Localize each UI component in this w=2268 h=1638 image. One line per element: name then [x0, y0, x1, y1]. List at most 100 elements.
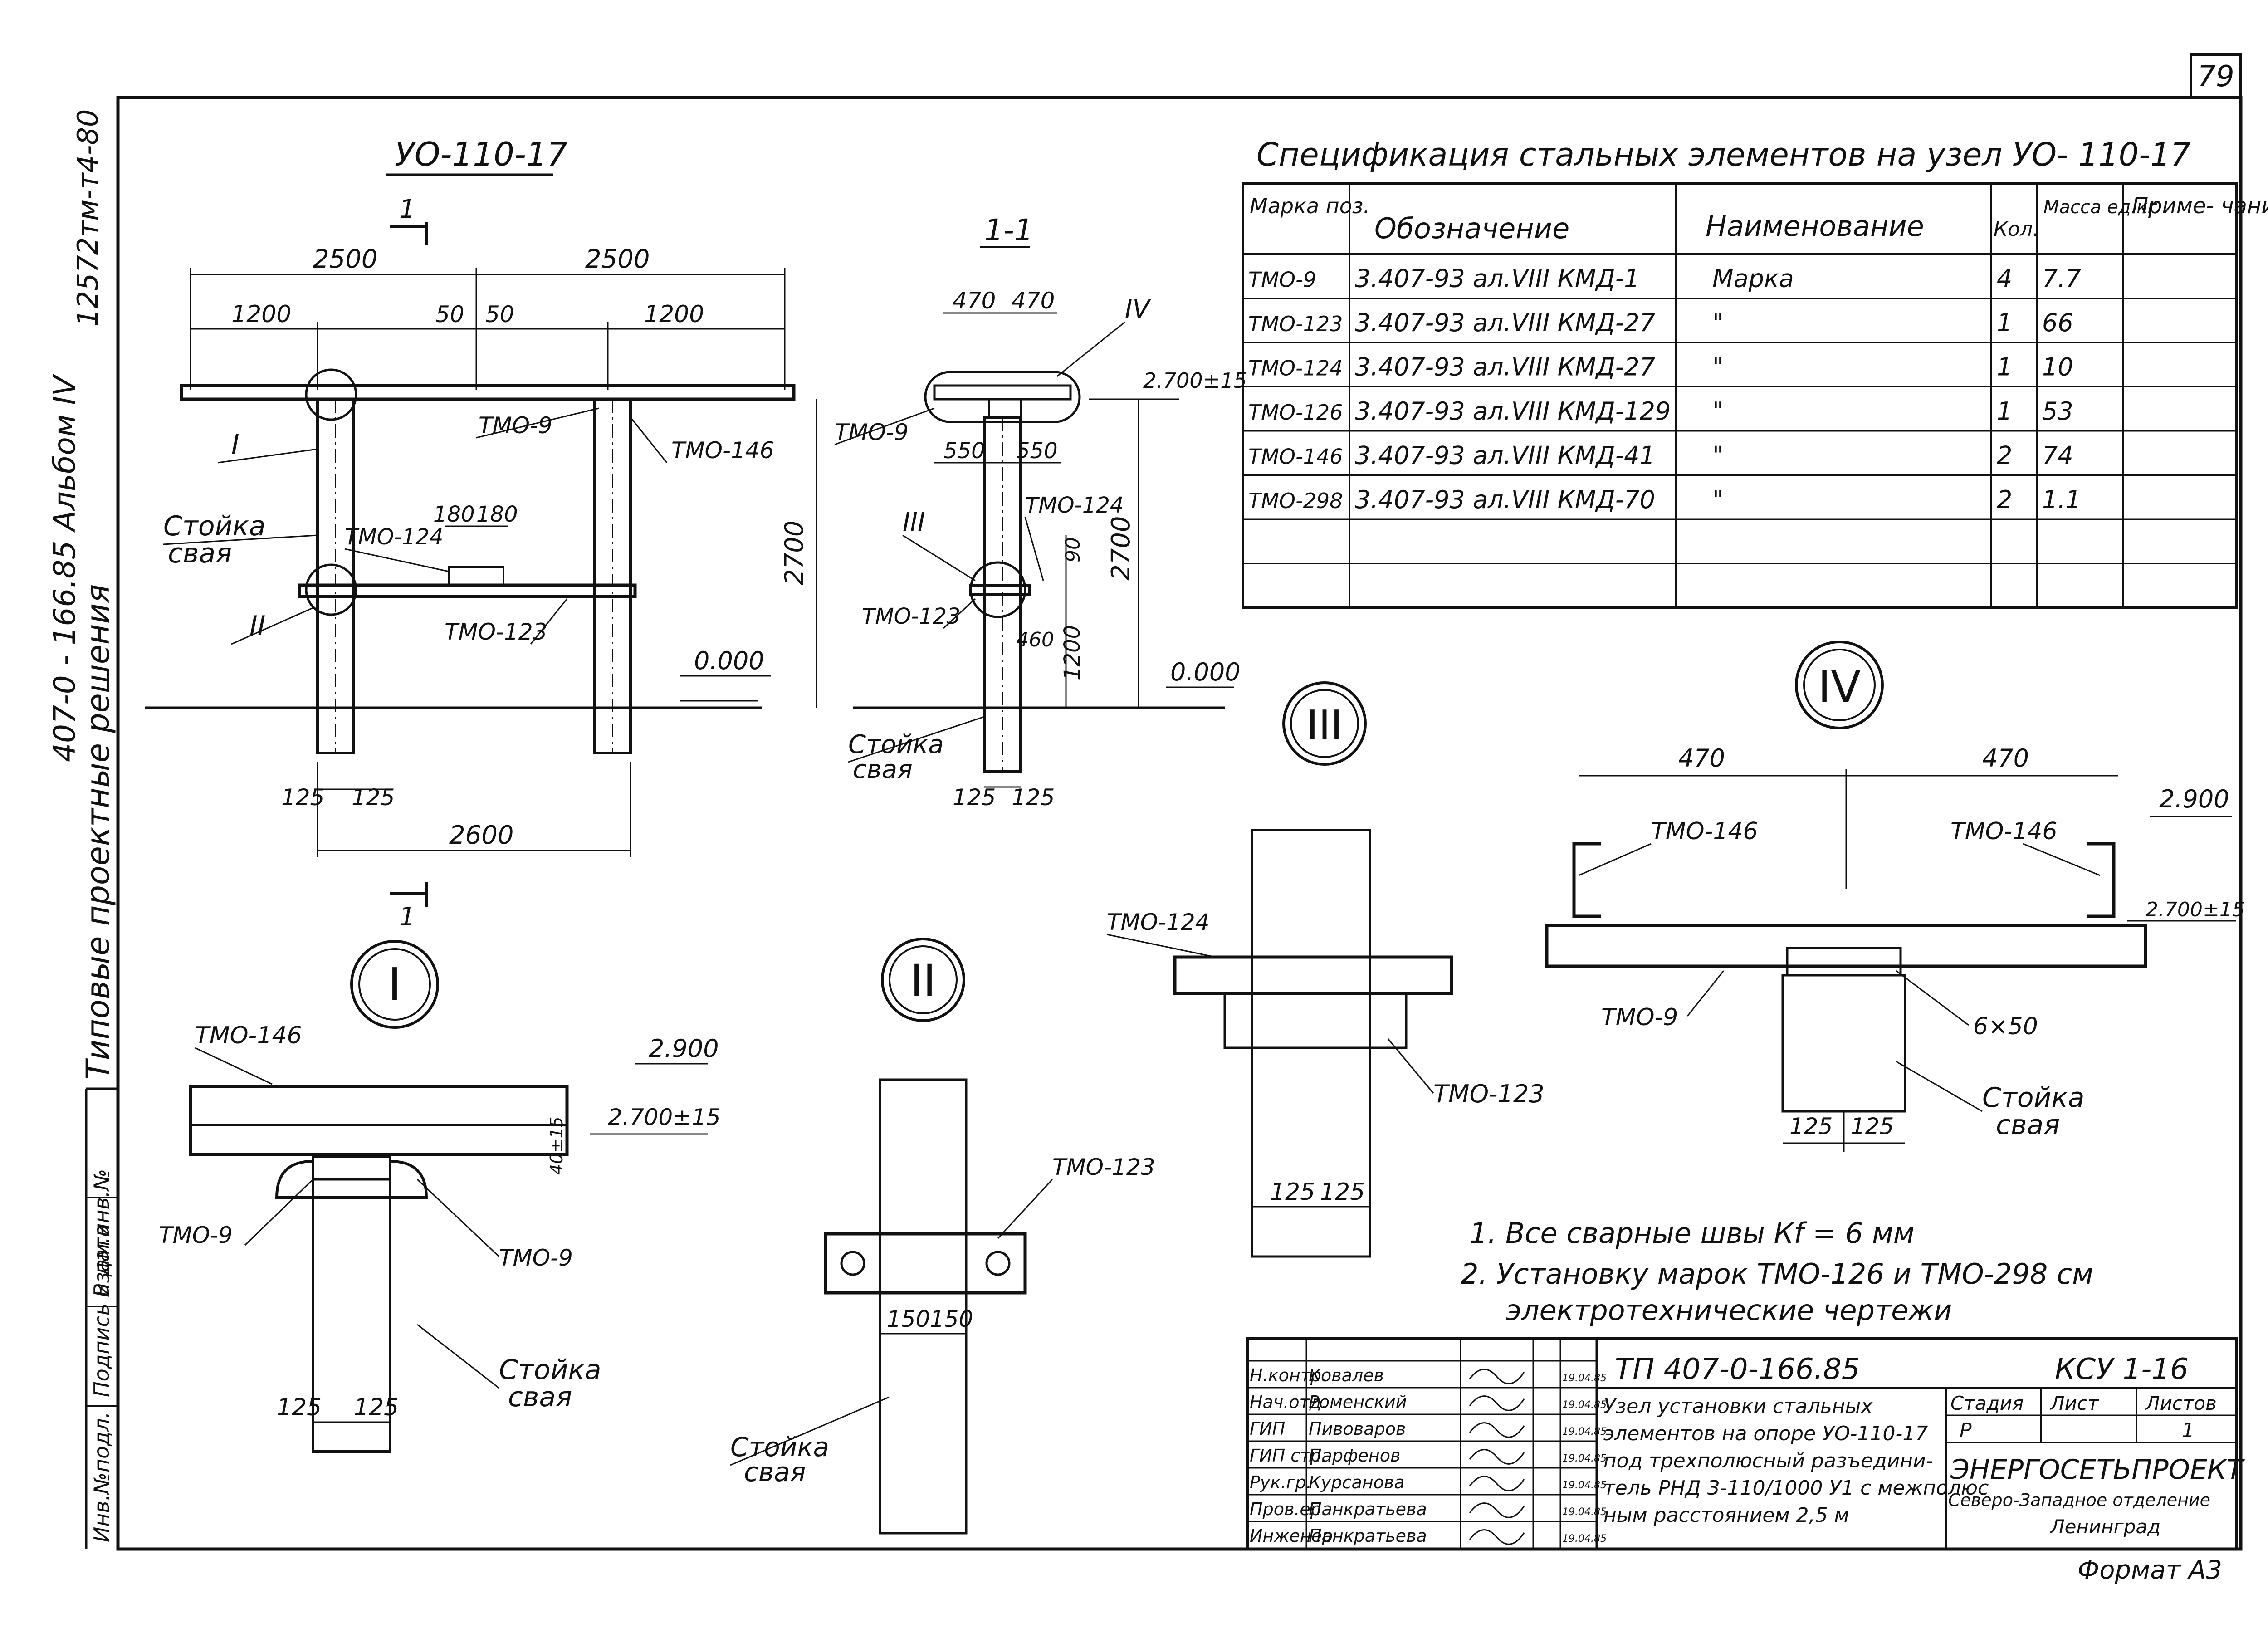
- stamp-date: 19.04.85: [1562, 1373, 1607, 1384]
- svg-text:Стойка: Стойка: [730, 1432, 829, 1462]
- signature: [1469, 1529, 1525, 1545]
- spec-cell: 3.407-93 ал.VIII КМД-1: [1355, 264, 1640, 293]
- signature: [1469, 1369, 1525, 1384]
- svg-text:IV: IV: [1125, 294, 1152, 324]
- svg-text:Стойка: Стойка: [848, 730, 944, 759]
- svg-text:ным расстоянием 2,5 м: ным расстоянием 2,5 м: [1603, 1504, 1849, 1527]
- svg-text:ТМО-146: ТМО-146: [195, 1022, 302, 1049]
- svg-text:125: 125: [1789, 1113, 1833, 1139]
- svg-text:2.900: 2.900: [2159, 785, 2229, 813]
- sheet-format: Формат А3: [2077, 1555, 2222, 1585]
- stamp-cell: Пивоваров: [1309, 1419, 1406, 1439]
- spec-cell: 3.407-93 ал.VIII КМД-27: [1355, 353, 1655, 381]
- spec-cell: ТМО-146: [1248, 445, 1343, 469]
- svg-text:40±15: 40±15: [547, 1116, 567, 1175]
- stamp-cell: Ковалев: [1309, 1365, 1384, 1385]
- spec-cell: 1.1: [2042, 485, 2081, 514]
- spec-table: Спецификация стальных элементов на узел …: [1242, 136, 2268, 609]
- svg-text:125: 125: [1851, 1113, 1894, 1139]
- stamp-cell: Н.контр.: [1250, 1365, 1327, 1385]
- svg-text:90: 90: [1061, 537, 1085, 562]
- spec-cell: ": [1712, 441, 1724, 470]
- svg-text:IV: IV: [1818, 662, 1861, 713]
- stamp-date: 19.04.85: [1562, 1399, 1607, 1411]
- stamp-cell: Панкратьева: [1309, 1499, 1427, 1519]
- detail-4-marker: [1795, 641, 1884, 729]
- svg-text:свая: свая: [1996, 1109, 2060, 1141]
- side-series: Типовые проектные решения: [79, 584, 117, 1080]
- detail-1: I ТМО-146 2.900 2.700±15 40±15 ТМО-9 ТМО…: [159, 940, 721, 1453]
- spec-cell: 3.407-93 ал.VIII КМД-70: [1355, 485, 1655, 514]
- detail-4: IV 470 470 2.900 ТМО-146 ТМО-146 2.700±1…: [1545, 641, 2245, 1152]
- spec-cell: Марка: [1712, 264, 1794, 293]
- svg-text:свая: свая: [508, 1381, 572, 1413]
- signature: [1469, 1395, 1525, 1411]
- svg-text:тель РНД 3-110/1000 У1 с межпо: тель РНД 3-110/1000 У1 с межполюс: [1603, 1477, 1989, 1500]
- svg-text:470: 470: [1012, 288, 1055, 314]
- svg-text:ТМО-123: ТМО-123: [862, 604, 960, 629]
- detail-1-marker: [350, 940, 439, 1029]
- svg-text:150: 150: [930, 1306, 973, 1332]
- lower-beam: [298, 583, 637, 598]
- spec-cell: 2: [1997, 441, 2012, 470]
- label-tmo146: ТМО-146: [671, 437, 774, 464]
- signature: [1469, 1476, 1525, 1491]
- spec-header-name: Наименование: [1706, 210, 1924, 243]
- svg-text:ТМО-9: ТМО-9: [159, 1222, 233, 1248]
- stamp-date: 19.04.85: [1562, 1533, 1607, 1545]
- spec-cell: 66: [2042, 308, 2073, 337]
- spec-header-note: Приме- чание: [2132, 193, 2268, 219]
- svg-text:2600: 2600: [449, 821, 514, 850]
- stamp-cell: Курсанова: [1309, 1472, 1405, 1492]
- spec-cell: 3.407-93 ал.VIII КМД-41: [1355, 441, 1655, 470]
- stamp-date: 19.04.85: [1562, 1506, 1607, 1518]
- spec-cell: ТМО-298: [1248, 489, 1343, 513]
- spec-cell: ": [1712, 485, 1724, 514]
- signature: [1469, 1502, 1525, 1518]
- svg-text:2700: 2700: [780, 520, 809, 585]
- label-tmo124: ТМО-124: [345, 524, 443, 550]
- svg-text:1200: 1200: [231, 301, 291, 328]
- doc-code: ТП 407-0-166.85: [1615, 1353, 1860, 1386]
- svg-text:470: 470: [1678, 744, 1725, 773]
- side-field-3: Взам.инв.№: [89, 1169, 114, 1297]
- stamp-date: 19.04.85: [1562, 1426, 1607, 1438]
- svg-text:ТМО-124: ТМО-124: [1025, 493, 1124, 518]
- spec-cell: 74: [2042, 441, 2073, 470]
- stamp-cell: ГИП стр.: [1250, 1446, 1326, 1466]
- section-view: 1-1 470 470 IV 2.700±15 ТМО-9 550 550 ТМ…: [834, 213, 1247, 811]
- section-node-3: [969, 561, 1026, 618]
- section-node-4: [924, 371, 1081, 423]
- detail-3: III ТМО-124 ТМО-123 125 125: [1106, 681, 1545, 1258]
- spec-cell: 3.407-93 ал.VIII КМД-27: [1355, 308, 1655, 337]
- spec-cell: 10: [2042, 353, 2073, 381]
- spec-cell: 1: [1997, 308, 2012, 337]
- svg-text:I: I: [388, 958, 401, 1011]
- spec-cell: ТМО-126: [1248, 400, 1343, 425]
- svg-text:Стойка: Стойка: [499, 1354, 601, 1386]
- svg-text:2500: 2500: [585, 244, 650, 274]
- spec-cell: 2: [1997, 485, 2012, 514]
- svg-text:III: III: [903, 508, 925, 537]
- label-node1: I: [231, 429, 240, 460]
- note-3: электротехнические чертежи: [1506, 1294, 1952, 1327]
- note-2: 2. Установку марок ТМО-126 и ТМО-298 см: [1461, 1257, 2093, 1291]
- label-stoyka1: Стойка: [163, 510, 266, 542]
- stamp-cell: Панкратьева: [1309, 1526, 1427, 1546]
- spec-header-mark: Марка поз.: [1250, 194, 1370, 218]
- svg-text:2700: 2700: [1106, 516, 1136, 581]
- stamp-cell: Роменский: [1309, 1392, 1407, 1412]
- spec-cell: ТМО-124: [1248, 356, 1343, 381]
- svg-text:2500: 2500: [313, 244, 378, 274]
- side-album: 407-0 - 166.85 Альбом IV: [47, 374, 82, 762]
- stamp-cell: ГИП: [1250, 1419, 1285, 1439]
- page-number-box: [2190, 53, 2242, 99]
- stamp-cell: Рук.гр.: [1250, 1472, 1312, 1492]
- svg-text:550: 550: [943, 438, 985, 464]
- svg-text:470: 470: [953, 288, 996, 314]
- svg-text:II: II: [910, 955, 936, 1006]
- svg-text:125: 125: [953, 784, 996, 811]
- elevation-view: УО-110-17 1 1 2500 2500 1200 1200 50 50: [145, 135, 817, 932]
